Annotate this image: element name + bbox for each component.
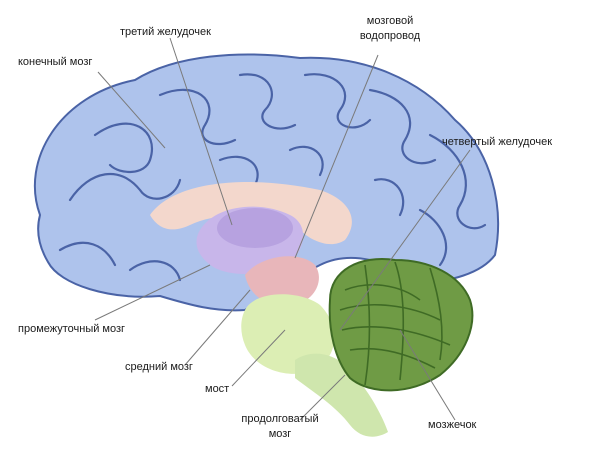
cerebellum-folia [339, 261, 451, 386]
pointer-pons [231, 329, 286, 387]
label-medulla: продолговатый мозг [230, 412, 330, 442]
label-fourth-ventricle: четвертый желудочек [442, 136, 552, 148]
label-aqueduct-line1: мозговой [366, 15, 414, 27]
label-telencephalon: конечный мозг [18, 56, 93, 68]
pons-region [241, 294, 335, 374]
medulla-region [295, 353, 388, 437]
label-third-ventricle: третий желудочек [120, 26, 211, 38]
midbrain-region [245, 256, 319, 307]
pointer-aqueduct [294, 54, 379, 259]
pointer-lines [94, 37, 471, 421]
cerebral-cortex [34, 53, 499, 312]
label-diencephalon: промежуточный мозг [18, 323, 126, 335]
label-medulla-line2: мозг [268, 428, 292, 440]
label-midbrain: средний мозг [125, 361, 193, 373]
label-aqueduct-line2: водопровод [359, 30, 421, 42]
pointer-telencephalon [97, 71, 166, 149]
label-aqueduct: мозговой водопровод [350, 14, 430, 44]
label-cerebellum: мозжечок [428, 419, 477, 431]
pointer-diencephalon [94, 264, 211, 321]
pointer-cerebellum [399, 329, 456, 421]
label-pons: мост [205, 383, 230, 395]
pointer-fourth-ventricle [339, 149, 471, 331]
pointer-third-ventricle [169, 37, 233, 226]
thalamus [217, 208, 293, 248]
pointer-medulla [299, 374, 346, 421]
label-medulla-line1: продолговатый [241, 413, 319, 425]
cortex-gyri [58, 73, 487, 282]
pointer-midbrain [184, 289, 251, 366]
